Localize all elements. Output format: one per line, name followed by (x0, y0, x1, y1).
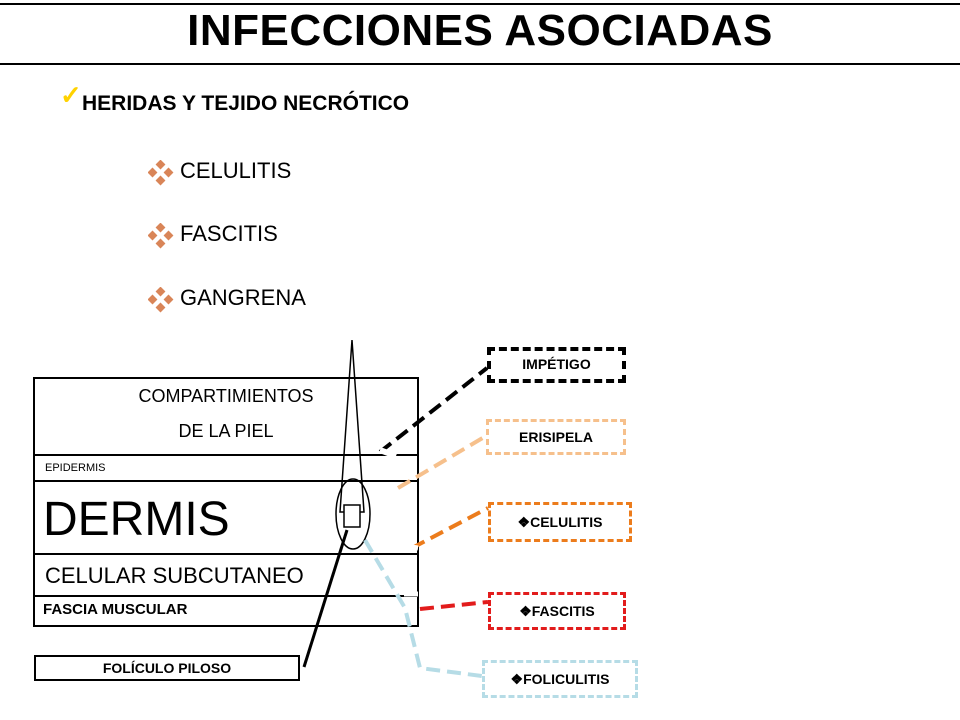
infection-label: ❖CELULITIS (517, 514, 603, 530)
layer-fascia-label: FASCIA MUSCULAR (43, 601, 188, 618)
hair-follicle-ellipse (335, 478, 371, 550)
infection-label: ❖FASCITIS (519, 603, 595, 619)
diamond-bullet-icon: ❖ (519, 603, 532, 619)
sub-item-label: CELULITIS (180, 158, 292, 183)
connector-fascitis (419, 600, 489, 611)
folliculo-piloso-label: FOLÍCULO PILOSO (34, 655, 300, 681)
skin-header-line2: DE LA PIEL (178, 421, 274, 441)
diamond-bullet-icon (148, 223, 174, 249)
infection-box-foliculitis: ❖FOLICULITIS (482, 660, 638, 698)
layer-fascia: FASCIA MUSCULAR (35, 595, 417, 625)
infection-box-erisipela: ERISIPELA (486, 419, 626, 455)
skin-header: COMPARTIMIENTOS DE LA PIEL (35, 379, 417, 454)
title-bottom-rule (0, 63, 960, 65)
infection-box-celulitis: ❖CELULITIS (488, 502, 632, 542)
layer-dermis-label: DERMIS (43, 493, 230, 546)
hair-follicle-bulb (343, 504, 361, 528)
diamond-bullet-icon (148, 160, 174, 186)
sub-item-label: FASCITIS (180, 221, 278, 246)
hair-follicle-shaft (339, 339, 365, 513)
skin-compartments-box: COMPARTIMIENTOS DE LA PIEL EPIDERMIS DER… (33, 377, 419, 627)
layer-subcutaneo-label: CELULAR SUBCUTANEO (45, 563, 304, 588)
infection-label: ❖FOLICULITIS (510, 671, 610, 687)
checkmark-icon: ✓ (60, 80, 82, 110)
main-point-text: HERIDAS Y TEJIDO NECRÓTICO (82, 92, 410, 115)
layer-dermis: DERMIS (35, 480, 417, 553)
connector-impetigo (378, 366, 489, 454)
diamond-bullet-icon: ❖ (510, 671, 524, 687)
diamond-bullet-icon (148, 287, 174, 313)
sub-item-label: GANGRENA (180, 285, 306, 310)
infection-label: ERISIPELA (519, 429, 593, 445)
layer-subcutaneo: CELULAR SUBCUTANEO (35, 553, 417, 595)
diamond-bullet-icon: ❖ (517, 514, 531, 530)
connector-foliculitis (363, 538, 483, 678)
infection-box-fascitis: ❖FASCITIS (488, 592, 626, 630)
page-title: INFECCIONES ASOCIADAS (187, 6, 773, 55)
layer-epidermis: EPIDERMIS (35, 454, 417, 480)
connector-erisipela (396, 434, 488, 490)
layer-epidermis-label: EPIDERMIS (45, 462, 106, 474)
title-top-rule (0, 3, 960, 5)
folliculo-pointer-line (302, 529, 349, 668)
infection-label: IMPÉTIGO (522, 356, 591, 372)
infection-box-impetigo: IMPÉTIGO (487, 347, 626, 383)
skin-header-line1: COMPARTIMIENTOS (138, 386, 314, 406)
connector-celulitis (411, 506, 489, 550)
